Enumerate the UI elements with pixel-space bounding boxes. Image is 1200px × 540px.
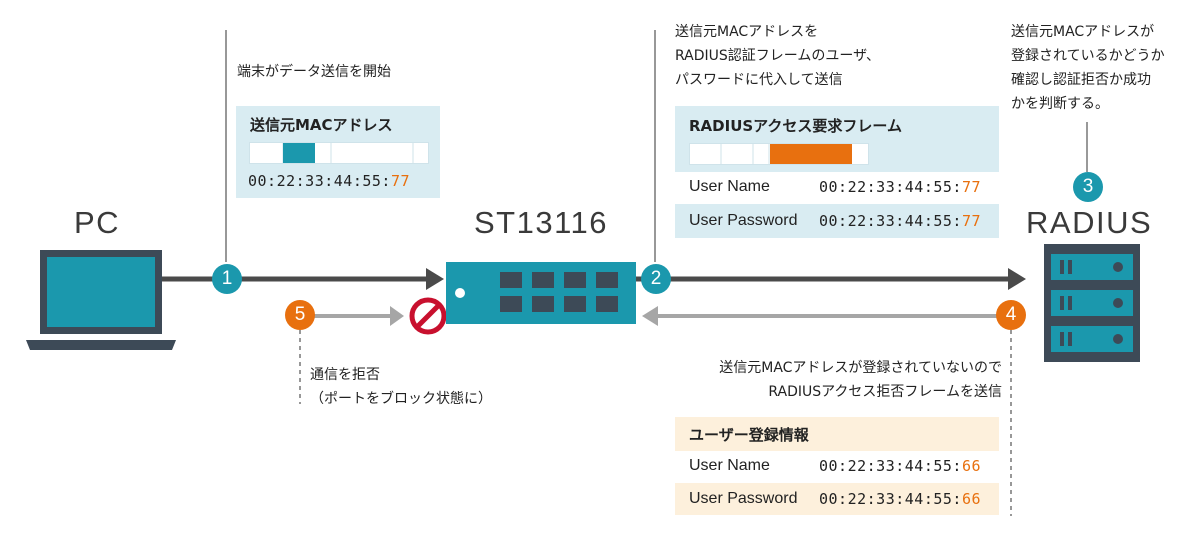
step3-note-line: かを判断する。: [1011, 96, 1109, 112]
deny-icon: [409, 297, 447, 335]
step4-note: 送信元MACアドレスが登録されていないので RADIUSアクセス拒否フレームを送…: [719, 356, 1002, 404]
step-1-badge: 1: [212, 264, 242, 294]
step5-note-line: （ポートをブロック状態に）: [310, 391, 492, 407]
frame-field-bar: [249, 142, 429, 164]
db-password-row: User Password 00:22:33:44:55:66: [675, 483, 999, 515]
source-mac-title: 送信元MACアドレス: [250, 116, 393, 134]
switch-label: ST13116: [474, 205, 609, 240]
radius-request-panel: RADIUSアクセス要求フレーム User Name 00:22:33:44:5…: [675, 106, 999, 238]
source-mac-panel: 送信元MACアドレス 00:22:33:44:55:77: [236, 106, 440, 198]
request-password-row: User Password 00:22:33:44:55:77: [675, 204, 999, 238]
step3-note-line: 送信元MACアドレスが: [1011, 24, 1155, 40]
step4-note-line: 送信元MACアドレスが登録されていないので: [719, 360, 1002, 376]
step3-note: 送信元MACアドレスが 登録されているかどうか 確認し認証拒否か成功 かを判断す…: [1011, 20, 1165, 116]
request-username-row: User Name 00:22:33:44:55:77: [675, 172, 999, 202]
db-password-value: 00:22:33:44:55:66: [819, 490, 982, 508]
user-db-title: ユーザー登録情報: [689, 426, 809, 444]
step2-note-line: 送信元MACアドレスを: [675, 24, 819, 40]
request-frame-bar: [689, 143, 869, 165]
db-username-label: User Name: [689, 457, 770, 474]
request-username-label: User Name: [689, 178, 770, 195]
user-db-panel: ユーザー登録情報 User Name 00:22:33:44:55:66 Use…: [675, 417, 999, 515]
source-mac-value: 00:22:33:44:55:77: [248, 172, 411, 190]
request-password-value: 00:22:33:44:55:77: [819, 212, 982, 230]
pc-laptop-icon: [26, 250, 176, 350]
pc-label: PC: [74, 205, 121, 240]
step3-note-line: 登録されているかどうか: [1011, 48, 1165, 64]
step5-note: 通信を拒否 （ポートをブロック状態に）: [310, 363, 492, 411]
step2-note: 送信元MACアドレスを RADIUS認証フレームのユーザ、 パスワードに代入して…: [675, 20, 880, 92]
step1-note: 端末がデータ送信を開始: [237, 64, 391, 80]
radius-request-title: RADIUSアクセス要求フレーム: [689, 117, 902, 135]
radius-label: RADIUS: [1026, 205, 1153, 240]
switch-device-icon: [446, 262, 636, 324]
request-password-label: User Password: [689, 212, 798, 229]
blocked-arrow: [390, 306, 404, 326]
db-username-value: 00:22:33:44:55:66: [819, 457, 982, 475]
step-4-badge: 4: [996, 300, 1026, 330]
step-2-badge: 2: [641, 264, 671, 294]
request-username-value: 00:22:33:44:55:77: [819, 178, 982, 196]
step-3-badge: 3: [1073, 172, 1103, 202]
step-5-badge: 5: [285, 300, 315, 330]
step4-note-line: RADIUSアクセス拒否フレームを送信: [768, 384, 1002, 400]
step2-note-line: RADIUS認証フレームのユーザ、: [675, 48, 880, 64]
radius-server-icon: [1044, 244, 1140, 362]
db-username-row: User Name 00:22:33:44:55:66: [675, 451, 999, 481]
db-password-label: User Password: [689, 490, 798, 507]
step5-note-line: 通信を拒否: [310, 367, 380, 383]
step3-note-line: 確認し認証拒否か成功: [1011, 72, 1151, 88]
step2-note-line: パスワードに代入して送信: [675, 72, 843, 88]
